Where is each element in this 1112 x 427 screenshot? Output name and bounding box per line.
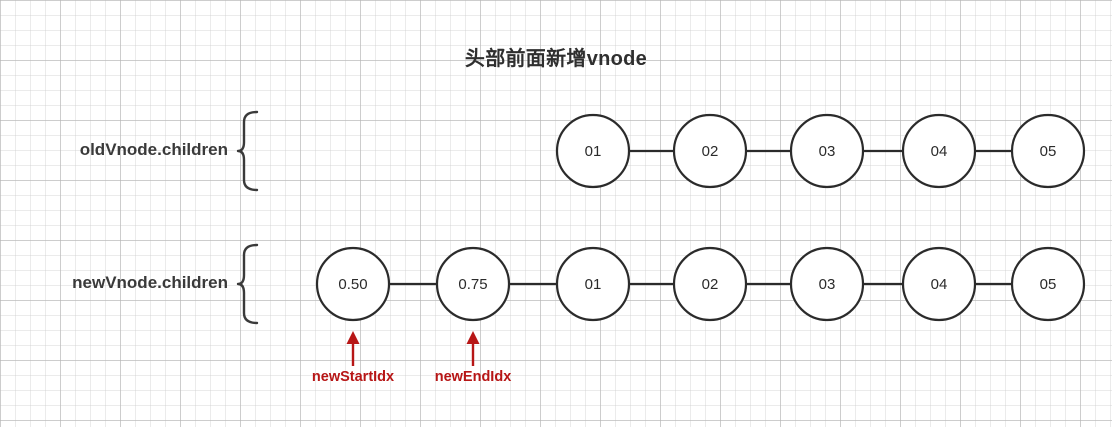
node-circle-old-0[interactable] — [555, 113, 631, 189]
page-title: 头部前面新增vnode — [464, 48, 648, 70]
node-circle-old-1[interactable] — [672, 113, 748, 189]
connector-group — [389, 149, 1012, 286]
pointer-arrowhead-0 — [346, 331, 360, 344]
brace-group — [236, 110, 259, 325]
node-label-new-3: 02 — [702, 276, 719, 293]
node-label-old-1: 02 — [702, 143, 719, 160]
node-circle-old-4[interactable] — [1010, 113, 1086, 189]
brace-new-vnode-children — [236, 243, 259, 325]
node-label-old-0: 01 — [585, 143, 602, 160]
node-label-new-2: 01 — [585, 276, 602, 293]
pointer-arrowhead-1 — [466, 331, 480, 344]
node-group: 01 02 03 04 05 0.50 0.75 01 02 03 04 05 — [315, 113, 1086, 322]
node-circle-new-2[interactable] — [555, 246, 631, 322]
node-label-new-5: 04 — [931, 276, 948, 293]
node-circle-new-0[interactable] — [315, 246, 391, 322]
pointer-label-new-end-idx: newEndIdx — [434, 369, 512, 385]
node-label-old-3: 04 — [931, 143, 948, 160]
node-label-old-2: 03 — [819, 143, 836, 160]
node-label-old-4: 05 — [1040, 143, 1057, 160]
node-circle-new-4[interactable] — [789, 246, 865, 322]
node-circle-old-2[interactable] — [789, 113, 865, 189]
row-label-new-vnode-children: newVnode.children — [72, 273, 228, 292]
node-label-new-1: 0.75 — [458, 276, 487, 293]
row-label-old-vnode-children: oldVnode.children — [79, 140, 228, 159]
node-circle-new-1[interactable] — [435, 246, 511, 322]
pointer-label-new-start-idx: newStartIdx — [311, 369, 395, 385]
node-circle-old-3[interactable] — [901, 113, 977, 189]
brace-old-vnode-children — [236, 110, 259, 192]
node-label-new-6: 05 — [1040, 276, 1057, 293]
pointer-group — [346, 331, 480, 366]
node-label-new-0: 0.50 — [338, 276, 367, 293]
node-circle-new-3[interactable] — [672, 246, 748, 322]
node-circle-new-6[interactable] — [1010, 246, 1086, 322]
node-circle-new-5[interactable] — [901, 246, 977, 322]
node-label-new-4: 03 — [819, 276, 836, 293]
